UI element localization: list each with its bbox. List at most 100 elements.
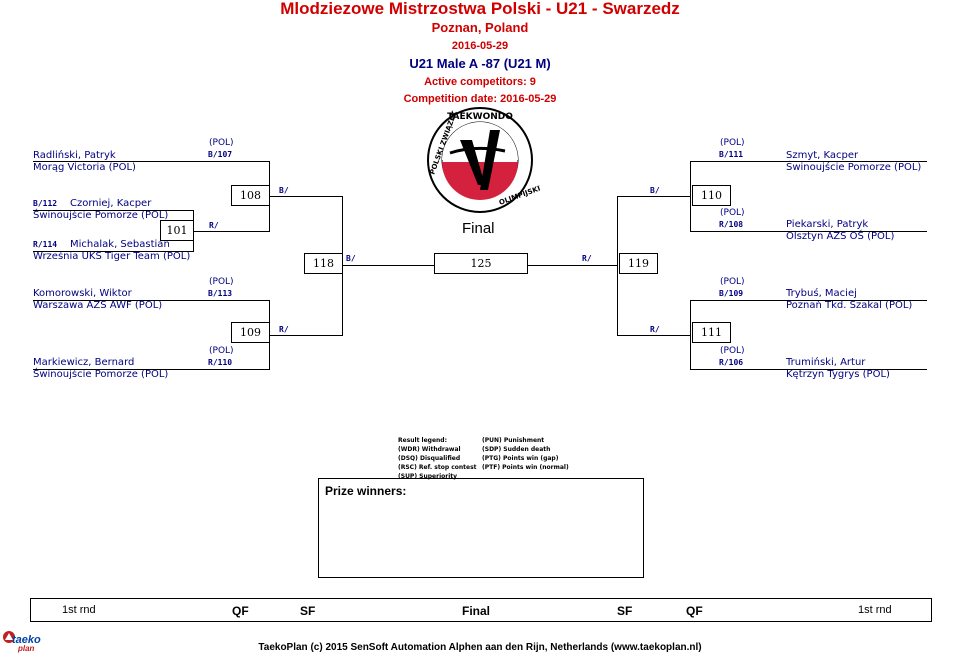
left-p2-code: B/112 — [33, 199, 58, 208]
prize-winners-label: Prize winners: — [325, 484, 407, 498]
legend-item: (PUN) Punishment — [482, 437, 545, 444]
left-p2-name: Czorniej, Kacper — [70, 198, 152, 209]
legend-item: (PTF) Points win (normal) — [482, 464, 569, 471]
bracket-line — [33, 251, 193, 252]
bracket-line — [690, 161, 691, 232]
page-title: Mlodziezowe Mistrzostwa Polski - U21 - S… — [280, 0, 680, 18]
final-label: Final — [462, 220, 495, 237]
match-box-119[interactable]: 119 — [619, 253, 658, 274]
bracket-line — [33, 161, 269, 162]
slot-label: R/ — [209, 221, 219, 230]
slot-label: B/ — [650, 186, 660, 195]
logo-word-2: plan — [18, 644, 35, 653]
bracket-line — [617, 196, 618, 336]
round-label: 1st rnd — [858, 604, 892, 616]
bracket-line — [342, 265, 434, 266]
bracket-line — [33, 210, 193, 211]
left-p3-code: R/114 — [33, 240, 58, 249]
right-p2-code: R/108 — [719, 220, 744, 229]
slot-label: B/ — [346, 254, 356, 263]
bracket-line — [690, 300, 927, 301]
match-box-110[interactable]: 110 — [692, 185, 731, 206]
slot-label: R/ — [650, 325, 660, 334]
slot-label: B/ — [279, 186, 289, 195]
bracket-line — [33, 300, 269, 301]
left-p4-country: (POL) — [209, 277, 234, 287]
bracket-line — [617, 335, 690, 336]
footer-credit: TaekoPlan (c) 2015 SenSoft Automation Al… — [258, 642, 702, 653]
legend-item: (RSC) Ref. stop contest — [398, 464, 477, 471]
left-p2-club: Świnoujście Pomorze (POL) — [33, 210, 169, 221]
bracket-line — [690, 161, 927, 162]
event-date: 2016-05-29 — [451, 40, 509, 52]
left-p1-code: B/107 — [208, 150, 233, 159]
right-p2-country: (POL) — [720, 208, 745, 218]
match-box-125[interactable]: 125 — [434, 253, 528, 274]
left-p1-country: (POL) — [209, 138, 234, 148]
round-label: QF — [686, 604, 703, 618]
result-legend: Result legend: (WDR) Withdrawal (DSQ) Di… — [398, 436, 477, 481]
bracket-line — [690, 300, 691, 370]
left-p3-club: Września UKS Tiger Team (POL) — [33, 251, 191, 262]
right-p4-code: R/106 — [719, 358, 744, 367]
right-p2-name: Piekarski, Patryk — [786, 219, 869, 230]
left-p1-club: Morąg Victoria (POL) — [33, 162, 136, 173]
bracket-line — [617, 196, 690, 197]
right-p3-country: (POL) — [720, 277, 745, 287]
bracket-line — [526, 265, 618, 266]
legend-item: (SDP) Sudden death — [482, 446, 551, 453]
match-box-101[interactable]: 101 — [160, 220, 194, 241]
right-p4-name: Trumiński, Artur — [786, 357, 866, 368]
left-p4-name: Komorowski, Wiktor — [33, 288, 132, 299]
left-p3-name: Michalak, Sebastian — [70, 239, 170, 250]
bracket-line — [33, 369, 269, 370]
legend-item: (WDR) Withdrawal — [398, 446, 461, 453]
right-p1-club: Świnoujście Pomorze (POL) — [786, 162, 922, 173]
round-label: QF — [232, 604, 249, 618]
right-p1-code: B/111 — [719, 150, 744, 159]
bracket-line — [269, 335, 342, 336]
round-label: Final — [462, 604, 491, 618]
round-label: 1st rnd — [62, 604, 96, 616]
match-box-111[interactable]: 111 — [692, 322, 731, 343]
left-p4-code: B/113 — [208, 289, 233, 298]
active-competitors: Active competitors: 9 — [424, 76, 536, 88]
left-p5-code: R/110 — [208, 358, 233, 367]
federation-logo: TAEKWONDO POLSKI ZWIĄZEK OLIMPIJSKIEGO — [427, 107, 540, 213]
left-p4-club: Warszawa AZS AWF (POL) — [33, 300, 163, 311]
legend-item: (PTG) Points win (gap) — [482, 455, 559, 462]
match-box-118[interactable]: 118 — [304, 253, 343, 274]
right-p1-country: (POL) — [720, 138, 745, 148]
right-p3-code: B/109 — [719, 289, 744, 298]
right-p4-country: (POL) — [720, 346, 745, 356]
left-p1-name: Radliński, Patryk — [33, 150, 116, 161]
right-p1-name: Szmyt, Kacper — [786, 150, 859, 161]
logo-word-1: taeko — [12, 634, 41, 646]
bracket-line — [269, 196, 342, 197]
round-label: SF — [617, 604, 633, 618]
taekoplan-logo: taeko plan — [2, 630, 42, 654]
slot-label: R/ — [279, 325, 289, 334]
rounds-bar — [30, 598, 932, 622]
left-p5-country: (POL) — [209, 346, 234, 356]
result-legend-right: (PUN) Punishment (SDP) Sudden death (PTG… — [482, 436, 569, 472]
competition-date: Competition date: 2016-05-29 — [403, 93, 557, 105]
match-box-108[interactable]: 108 — [231, 185, 270, 206]
right-p3-club: Poznań Tkd. Szakal (POL) — [786, 300, 913, 311]
bracket-line — [193, 231, 269, 232]
category-title: U21 Male A -87 (U21 M) — [409, 56, 551, 71]
legend-title: Result legend: — [398, 437, 448, 444]
bracket-line — [690, 231, 927, 232]
taekoplan-logo-icon — [3, 631, 15, 643]
legend-item: (DSQ) Disqualified — [398, 455, 461, 462]
right-p2-club: Olsztyn AZS OŚ (POL) — [786, 231, 895, 242]
round-label: SF — [300, 604, 316, 618]
right-p4-club: Kętrzyn Tygrys (POL) — [786, 369, 890, 380]
match-box-109[interactable]: 109 — [231, 322, 270, 343]
prize-winners-box: Prize winners: — [318, 478, 644, 578]
right-p3-name: Trybuś, Maciej — [786, 288, 857, 299]
event-city: Poznan, Poland — [431, 20, 529, 35]
left-p5-name: Markiewicz, Bernard — [33, 357, 135, 368]
left-p5-club: Świnoujście Pomorze (POL) — [33, 369, 169, 380]
bracket-line — [690, 369, 927, 370]
